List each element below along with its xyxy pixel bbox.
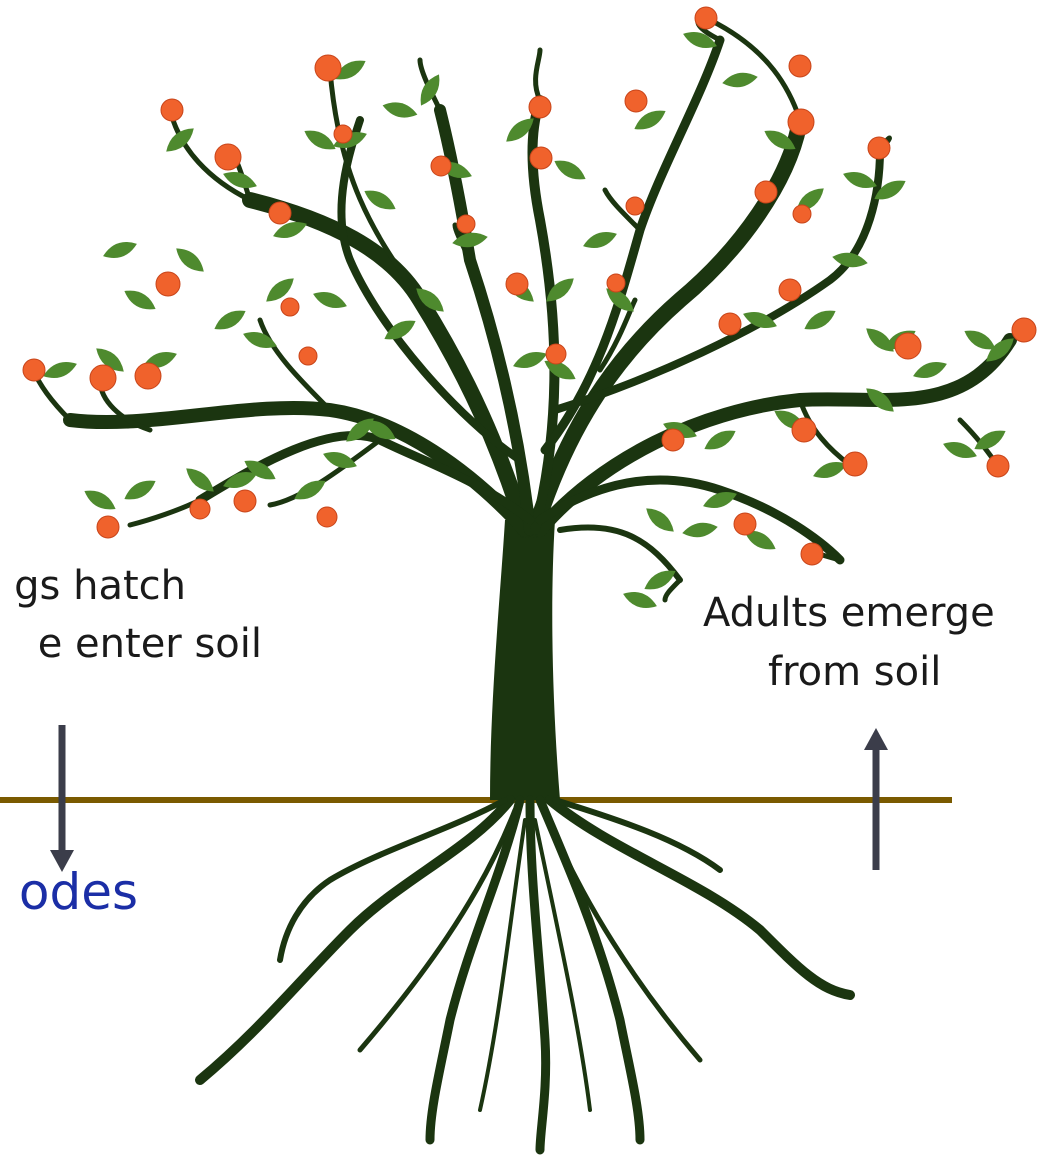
fruit	[626, 197, 644, 215]
fruit	[315, 55, 341, 81]
leaf	[642, 503, 679, 537]
leaf	[511, 347, 550, 372]
tree-roots	[200, 800, 850, 1150]
leaf	[311, 287, 350, 312]
fruit	[734, 513, 756, 535]
leaf	[121, 285, 159, 315]
fruit	[506, 273, 528, 295]
fruit	[90, 365, 116, 391]
fruit	[299, 347, 317, 365]
fruit	[23, 359, 45, 381]
fruit	[269, 202, 291, 224]
fruit	[135, 363, 161, 389]
twig	[260, 320, 330, 410]
leaf	[81, 485, 119, 515]
leaf	[172, 243, 209, 277]
fruit	[529, 96, 551, 118]
leaf	[911, 357, 950, 382]
fruit	[719, 313, 741, 335]
fruit	[156, 272, 180, 296]
fruit	[1012, 318, 1036, 342]
fruit	[788, 109, 814, 135]
fruit	[215, 144, 241, 170]
leaf	[581, 227, 620, 252]
leaf	[681, 520, 719, 540]
twig	[710, 20, 800, 120]
fruit	[895, 333, 921, 359]
fruit	[431, 156, 451, 176]
leaf	[701, 425, 739, 455]
fruit	[625, 90, 647, 112]
larvae-enter-soil-label: e enter soil	[38, 618, 262, 670]
leaf	[551, 155, 589, 185]
leaf	[41, 357, 80, 382]
branch	[540, 480, 840, 560]
fruit	[97, 516, 119, 538]
root	[430, 800, 520, 1140]
leaf	[121, 475, 159, 505]
fruit	[334, 125, 352, 143]
fruit	[789, 55, 811, 77]
tree-trunk	[490, 520, 560, 800]
fruit	[281, 298, 299, 316]
leaf	[621, 587, 660, 612]
fruit	[161, 99, 183, 121]
leaf	[301, 125, 339, 155]
twig	[536, 50, 540, 100]
leaf	[941, 437, 980, 462]
fruit	[662, 429, 684, 451]
fruit	[868, 137, 890, 159]
leaf	[721, 70, 759, 90]
adults-emerge-label: Adults emerge	[703, 587, 995, 639]
fruit	[607, 274, 625, 292]
fruit	[546, 344, 566, 364]
nematodes-label: odes	[19, 860, 138, 924]
root	[200, 800, 510, 1080]
leaf	[831, 250, 869, 270]
fruit	[755, 181, 777, 203]
root	[550, 800, 850, 995]
leaf	[211, 305, 249, 335]
from-soil-label: from soil	[768, 646, 941, 698]
fruit	[317, 507, 337, 527]
tree-branches	[33, 15, 1025, 600]
leaf	[801, 305, 839, 335]
twig	[130, 500, 200, 525]
fruit	[843, 452, 867, 476]
fruit	[801, 543, 823, 565]
fruit	[779, 279, 801, 301]
branch	[341, 120, 520, 460]
fruit	[792, 418, 816, 442]
leaf	[415, 71, 445, 109]
fruit	[695, 7, 717, 29]
leaf	[101, 237, 140, 262]
fruit	[530, 147, 552, 169]
fruit	[457, 215, 475, 233]
leaf	[381, 99, 419, 122]
fruit	[987, 455, 1009, 477]
fruit	[793, 205, 811, 223]
fruit	[234, 490, 256, 512]
fruit	[190, 499, 210, 519]
root	[360, 810, 515, 1050]
eggs-hatch-label: gs hatch	[14, 560, 186, 612]
